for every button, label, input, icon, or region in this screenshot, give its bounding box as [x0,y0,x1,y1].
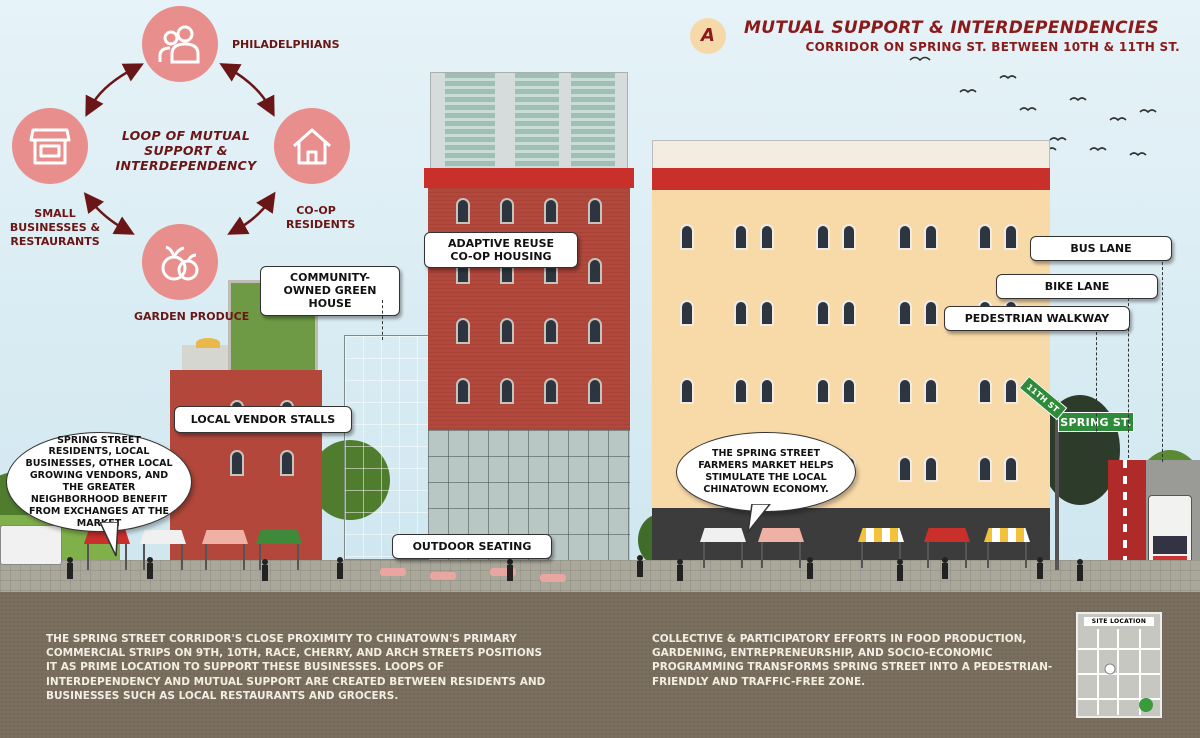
leader-line [1162,262,1163,462]
market-tent [140,530,186,570]
rooftop-umbrella [196,338,220,348]
right-speech-bubble: THE SPRING STREET FARMERS MARKET HELPS S… [676,432,856,512]
body-text-right: COLLECTIVE & PARTICIPATORY EFFORTS IN FO… [652,633,1053,688]
pedestrians [67,555,1083,581]
vendor-stalls-tag: LOCAL VENDOR STALLS [174,406,352,434]
people-icon [158,25,200,64]
coop-tower-building [428,188,630,430]
ground-band [0,592,1200,738]
market-tent [700,528,746,568]
leader-line [1128,298,1129,458]
greenhouse-building [344,335,434,560]
tower-cornice [424,168,634,188]
bike-lane-tag: BIKE LANE [996,274,1158,300]
site-location-map: SITE LOCATION [1076,612,1162,718]
bus-lane-tag: BUS LANE [1030,236,1172,262]
page-title: MUTUAL SUPPORT & INTERDEPENDENCIES [744,18,1159,38]
coop-residents-node [274,108,350,184]
philadelphians-label: PHILADELPHIANS [232,38,340,51]
market-tent [202,530,248,570]
green-house-tag: COMMUNITY-OWNED GREEN HOUSE [260,266,400,316]
market-tent [256,530,302,570]
loop-arrows [83,63,276,235]
bubble-tail [746,504,771,534]
cream-building-roof [652,140,1050,170]
loop-center-label: LOOP OF MUTUAL SUPPORT & INTERDEPENDENCY [115,128,257,173]
page-subtitle: CORRIDOR ON SPRING ST. BETWEEN 10TH & 11… [805,40,1180,54]
section-badge: A [690,18,726,54]
cream-building-cornice [652,168,1050,190]
outdoor-seating-tag: OUTDOOR SEATING [392,534,552,560]
sign-pole [1055,400,1059,570]
left-speech-bubble: SPRING STREET RESIDENTS, LOCAL BUSINESSE… [6,432,192,532]
delivery-truck [0,525,62,565]
small-businesses-node [12,108,88,184]
market-tent [858,528,904,568]
leader-line [382,300,383,340]
rooftop-solar-structure [430,72,628,173]
pedestrian-walkway-tag: PEDESTRIAN WALKWAY [944,306,1130,332]
leader-line [1096,332,1097,462]
body-text-left: THE SPRING STREET CORRIDOR'S CLOSE PROXI… [46,633,546,702]
philadelphians-node [142,6,218,82]
house-icon [293,128,331,165]
market-tent [924,528,970,568]
site-location-label: SITE LOCATION [1084,617,1154,626]
coop-residents-label: CO-OP RESIDENTS [286,204,356,231]
storefront-icon [29,128,71,165]
vegetables-icon [161,245,199,281]
garden-produce-node [142,224,218,300]
market-tent [984,528,1030,568]
market-tent [758,528,804,568]
adaptive-reuse-tag: ADAPTIVE REUSE CO-OP HOUSING [424,232,578,269]
bubble-tail [99,522,119,557]
garden-produce-label: GARDEN PRODUCE [134,310,250,323]
map-streets [1078,629,1160,715]
small-businesses-label: SMALL BUSINESSES & RESTAURANTS [9,207,101,248]
plaza-sidewalk [0,560,1200,594]
